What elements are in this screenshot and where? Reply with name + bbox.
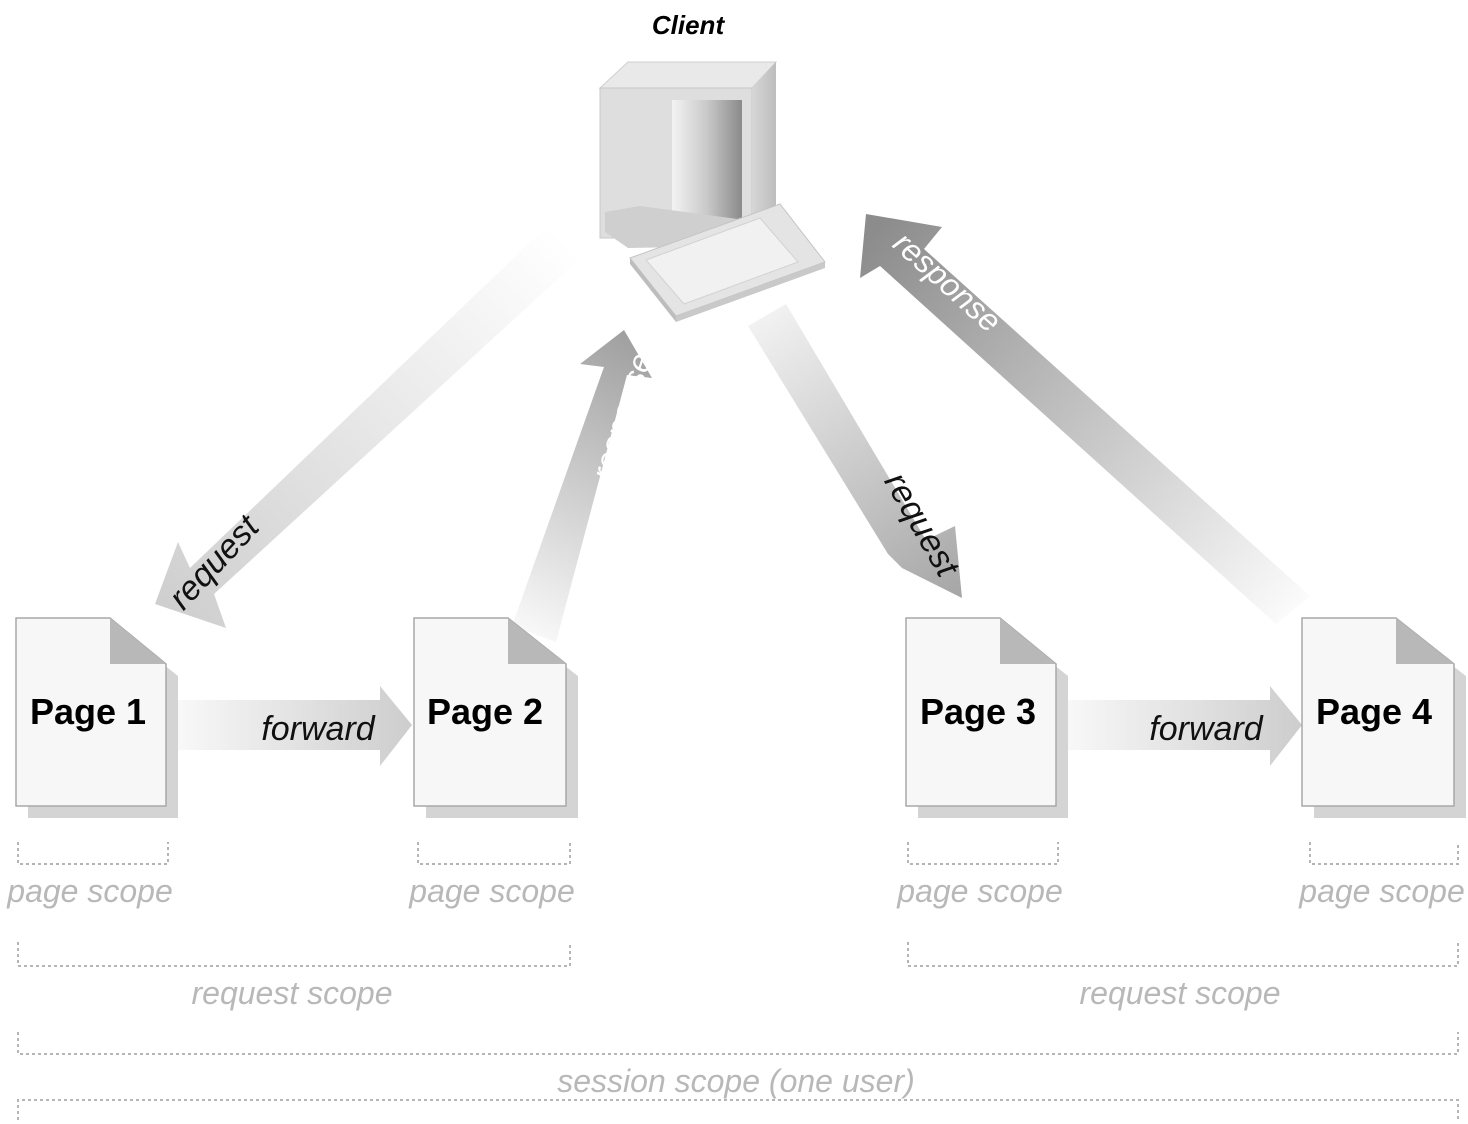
page-1 [15, 617, 178, 818]
forward-arrow-3-4 [1056, 686, 1302, 766]
request-scope-label-2: request scope [1079, 975, 1280, 1011]
page-1-label: Page 1 [30, 691, 146, 732]
page-scope-label-2: page scope [408, 873, 574, 909]
forward-arrow-1-2 [168, 686, 412, 766]
client-label: Client [652, 10, 726, 40]
request-scope-bracket-1 [17, 942, 571, 967]
page-scope-bracket-1 [17, 842, 169, 865]
page-scope-bracket-2 [417, 842, 571, 865]
response-arrow-from-page-4 [860, 214, 1310, 624]
page-scope-bracket-4 [1309, 842, 1459, 865]
request-scope-bracket-2 [907, 942, 1459, 967]
session-scope-bracket-bottom [17, 1099, 1459, 1120]
request-scope-label-1: request scope [191, 975, 392, 1011]
request-arrow-to-page-3 [748, 304, 962, 598]
forward-label-1-2: forward [261, 710, 375, 748]
session-scope-bracket-top [17, 1032, 1459, 1055]
response-arrow-from-page-2 [512, 330, 652, 642]
page-2-label: Page 2 [427, 691, 543, 732]
page-3 [905, 617, 1068, 818]
page-2 [413, 617, 578, 818]
page-scope-label-3: page scope [896, 873, 1062, 909]
page-4 [1301, 617, 1466, 818]
page-scope-bracket-3 [907, 842, 1059, 865]
session-scope-label: session scope (one user) [557, 1063, 915, 1099]
page-scope-label-1: page scope [6, 873, 172, 909]
client-computer-icon [598, 61, 826, 322]
page-3-label: Page 3 [920, 691, 1036, 732]
request-arrow-to-page-1 [155, 228, 583, 628]
page-scope-label-4: page scope [1298, 873, 1464, 909]
page-4-label: Page 4 [1316, 691, 1432, 732]
forward-label-3-4: forward [1149, 710, 1263, 748]
